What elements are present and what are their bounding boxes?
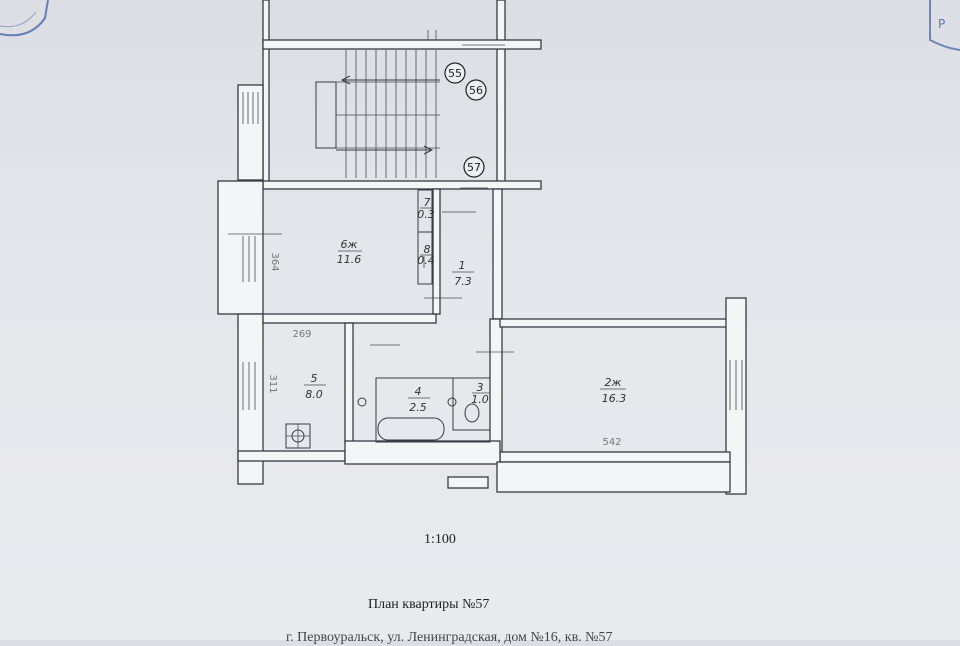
svg-text:0.3: 0.3	[417, 208, 435, 221]
svg-text:1.0: 1.0	[471, 393, 489, 406]
svg-text:2.5: 2.5	[409, 401, 427, 414]
svg-text:8: 8	[424, 243, 431, 256]
door-marks	[228, 44, 514, 353]
stove-icon	[285, 423, 311, 449]
svg-text:8.0: 8.0	[305, 388, 323, 401]
svg-text:5: 5	[311, 372, 318, 385]
plan-title: План квартиры №57	[368, 597, 490, 612]
svg-text:6ж: 6ж	[341, 238, 358, 251]
svg-text:11.6: 11.6	[337, 253, 362, 266]
walls	[217, 0, 747, 495]
room-2-label: 2ж 16.3	[600, 376, 626, 405]
marker-55: 55	[444, 62, 466, 84]
dimension-311: 311	[267, 374, 278, 393]
room-4-label: 4 2.5	[408, 385, 430, 414]
svg-text:7: 7	[424, 196, 431, 209]
svg-text:16.3: 16.3	[602, 392, 627, 405]
svg-text:Р: Р	[938, 17, 945, 31]
svg-text:7.3: 7.3	[454, 275, 472, 288]
room-5-label: 5 8.0	[304, 372, 326, 401]
bathroom-fixtures	[357, 377, 491, 443]
svg-text:56: 56	[469, 84, 483, 97]
room-8-label: 8 0.4	[417, 243, 435, 267]
room-1-label: 1 7.3	[452, 259, 474, 288]
dimension-364: 364	[269, 252, 280, 271]
svg-text:2ж: 2ж	[605, 376, 622, 389]
room-3-label: 3 1.0	[471, 381, 490, 406]
room-6-label: 6ж 11.6	[337, 238, 362, 266]
windows	[242, 92, 743, 410]
svg-text:4: 4	[415, 385, 422, 398]
scale-label: 1:100	[424, 532, 456, 547]
stamp-seal: Р	[0, 0, 960, 51]
address-line: г. Первоуральск, ул. Ленинградская, дом …	[286, 630, 613, 645]
svg-text:1: 1	[459, 259, 466, 272]
staircase	[315, 30, 440, 178]
dimension-269: 269	[292, 329, 311, 340]
svg-text:3: 3	[477, 381, 484, 394]
svg-text:55: 55	[448, 67, 462, 80]
svg-text:57: 57	[467, 161, 481, 174]
room-7-label: 7 0.3	[417, 196, 435, 221]
dimension-542: 542	[602, 437, 621, 448]
svg-text:0.4: 0.4	[417, 254, 435, 267]
storage-closets	[417, 189, 433, 285]
marker-57: 57	[463, 156, 485, 178]
marker-56: 56	[465, 79, 487, 101]
